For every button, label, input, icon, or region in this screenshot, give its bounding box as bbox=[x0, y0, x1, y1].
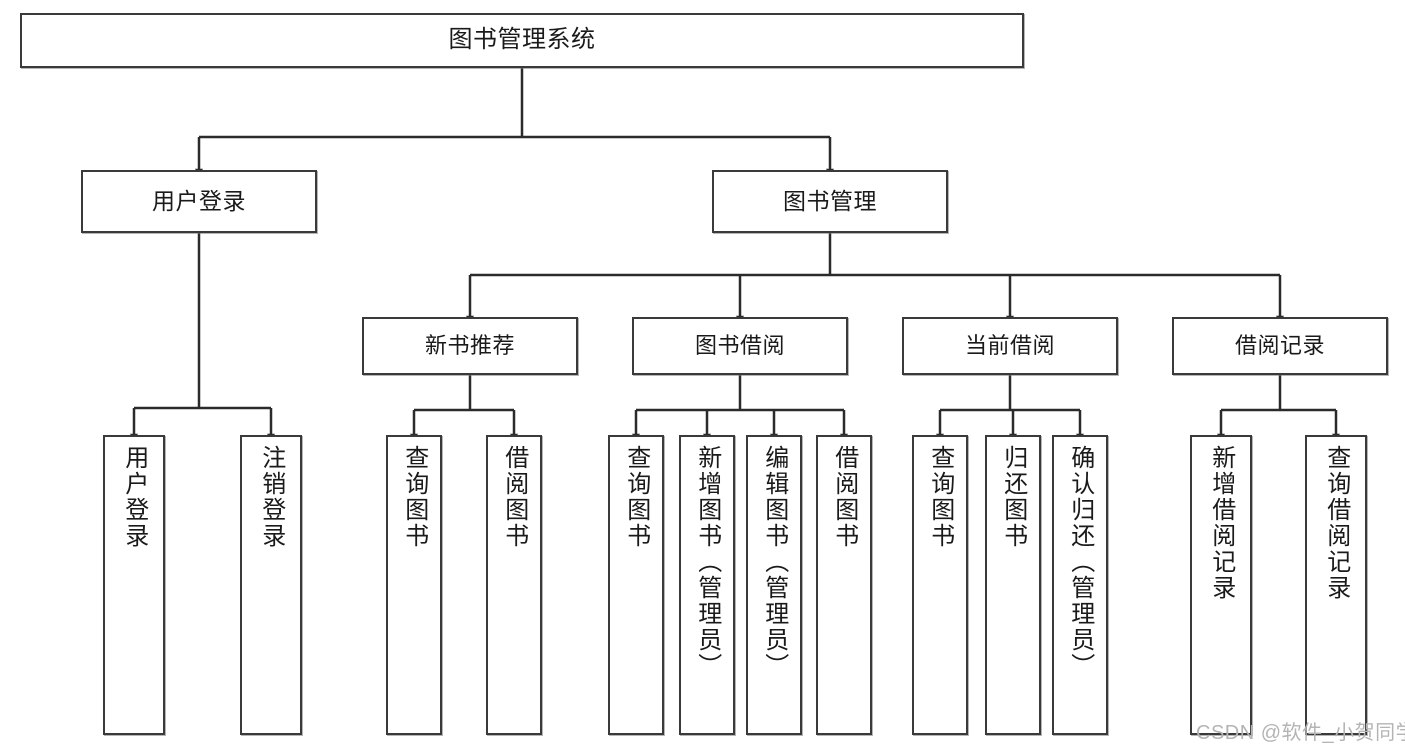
node-label: 借阅图书 bbox=[500, 445, 528, 549]
node-label: 用户登录 bbox=[120, 445, 148, 549]
node-book-borrow[interactable]: 图书借阅 bbox=[632, 317, 848, 375]
node-label: 查询图书 bbox=[400, 445, 428, 549]
node-leaf-add-book[interactable]: 新增图书（管理员） bbox=[679, 435, 735, 735]
node-leaf-add-record[interactable]: 新增借阅记录 bbox=[1190, 435, 1252, 735]
node-label: 归还图书 bbox=[999, 445, 1027, 549]
node-leaf-edit-book[interactable]: 编辑图书（管理员） bbox=[746, 435, 802, 735]
node-label: 查询借阅记录 bbox=[1322, 445, 1350, 601]
node-leaf-confirm-return[interactable]: 确认归还（管理员） bbox=[1052, 435, 1108, 735]
node-label: 借阅记录 bbox=[1234, 333, 1325, 359]
node-label: 新增借阅记录 bbox=[1207, 445, 1235, 601]
node-leaf-borrow-book-2[interactable]: 借阅图书 bbox=[816, 435, 872, 735]
node-leaf-query-book-2[interactable]: 查询图书 bbox=[608, 435, 664, 735]
node-leaf-query-book-3[interactable]: 查询图书 bbox=[912, 435, 968, 735]
node-leaf-user-login[interactable]: 用户登录 bbox=[103, 435, 165, 735]
node-book-manage[interactable]: 图书管理 bbox=[712, 170, 948, 233]
node-label: 图书管理 bbox=[783, 187, 877, 214]
node-current-borrow[interactable]: 当前借阅 bbox=[902, 317, 1118, 375]
node-leaf-query-record[interactable]: 查询借阅记录 bbox=[1305, 435, 1367, 735]
node-label: 查询图书 bbox=[622, 445, 650, 549]
node-user-login[interactable]: 用户登录 bbox=[81, 170, 317, 233]
node-label: 当前借阅 bbox=[964, 333, 1055, 359]
node-label: 查询图书 bbox=[926, 445, 954, 549]
node-leaf-user-logout[interactable]: 注销登录 bbox=[240, 435, 302, 735]
node-borrow-record[interactable]: 借阅记录 bbox=[1172, 317, 1388, 375]
node-label: 注销登录 bbox=[257, 445, 285, 549]
node-label: 借阅图书 bbox=[830, 445, 858, 549]
node-label: 新增图书（管理员） bbox=[693, 445, 721, 679]
node-label: 编辑图书（管理员） bbox=[760, 445, 788, 679]
node-label: 确认归还（管理员） bbox=[1066, 445, 1094, 679]
node-label: 图书借阅 bbox=[694, 333, 785, 359]
node-new-book-recommend[interactable]: 新书推荐 bbox=[362, 317, 578, 375]
csdn-watermark: CSDN @软件_小贺同学 bbox=[1196, 722, 1405, 744]
node-label: 图书管理系统 bbox=[448, 26, 596, 54]
node-leaf-query-book-1[interactable]: 查询图书 bbox=[386, 435, 442, 735]
node-root[interactable]: 图书管理系统 bbox=[20, 13, 1024, 68]
node-leaf-borrow-book-1[interactable]: 借阅图书 bbox=[486, 435, 542, 735]
node-leaf-return-book[interactable]: 归还图书 bbox=[985, 435, 1041, 735]
node-label: 新书推荐 bbox=[424, 333, 515, 359]
node-label: 用户登录 bbox=[152, 187, 246, 214]
